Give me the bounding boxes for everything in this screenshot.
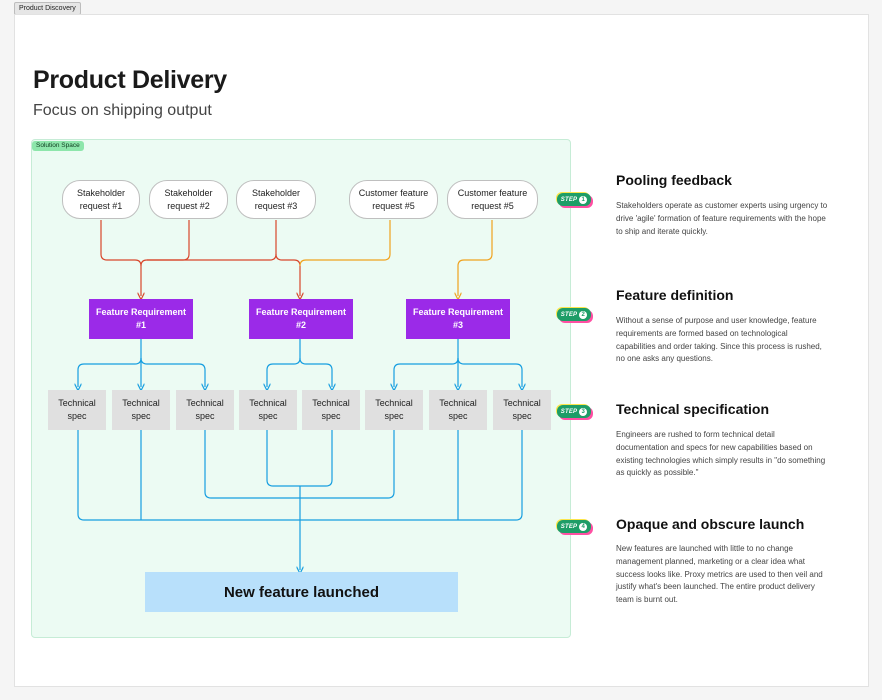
node-label: Customer feature request #5: [457, 187, 528, 211]
connector-specs-inner: [266, 430, 333, 487]
step-badge-text: STEP: [560, 523, 578, 530]
node-label: Stakeholder request #1: [76, 187, 126, 211]
step-badge-number: 3: [579, 407, 588, 416]
stakeholder-request-1-node: Stakeholder request #1: [62, 180, 140, 219]
feature-requirement-2-node: Feature Requirement #2: [249, 299, 353, 339]
node-label: Stakeholder request #3: [251, 187, 301, 211]
step-4-description: New features are launched with little to…: [616, 544, 823, 605]
technical-spec-node: Technical spec: [365, 390, 423, 430]
step-badge-number: 4: [579, 522, 588, 531]
solution-space-region: [31, 139, 571, 638]
new-feature-launched-node: New feature launched: [145, 572, 458, 612]
connector-sr1-fr1: [100, 220, 141, 296]
page-subtitle: Focus on shipping output: [33, 102, 212, 119]
step-1-title: Pooling feedback: [616, 172, 732, 188]
technical-spec-node: Technical spec: [429, 390, 487, 430]
step-1-description: Stakeholders operate as customer experts…: [616, 201, 828, 236]
technical-spec-node: Technical spec: [176, 390, 234, 430]
stakeholder-request-3-node: Stakeholder request #3: [236, 180, 316, 219]
technical-spec-node: Technical spec: [48, 390, 106, 430]
connector-fr2-specs: [267, 339, 301, 387]
customer-feature-request-a-node: Customer feature request #5: [349, 180, 438, 219]
feature-requirement-3-node: Feature Requirement #3: [406, 299, 510, 339]
step-badge-text: STEP: [560, 196, 578, 203]
connector-sr2-fr1: [140, 220, 190, 267]
technical-spec-node: Technical spec: [493, 390, 551, 430]
connector-sr3-fr1: [147, 220, 277, 261]
step-badge-number: 1: [579, 195, 588, 204]
connector-cr2-fr3: [458, 220, 493, 296]
feature-requirement-1-node: Feature Requirement #1: [89, 299, 193, 339]
step-badge-text: STEP: [560, 408, 578, 415]
connector-fr1-specs: [78, 339, 142, 387]
stakeholder-request-2-node: Stakeholder request #2: [149, 180, 228, 219]
connector-sr3-fr2: [275, 253, 300, 296]
page-title: Product Delivery: [33, 66, 227, 94]
step-4-title: Opaque and obscure launch: [616, 516, 805, 532]
step-3-title: Technical specification: [616, 401, 770, 417]
step-badge-number: 2: [579, 310, 588, 319]
step-3-description: Engineers are rushed to form technical d…: [616, 430, 826, 478]
connector-fr3-specs: [394, 339, 459, 387]
technical-spec-node: Technical spec: [302, 390, 360, 430]
node-label: Customer feature request #5: [358, 187, 429, 211]
node-label: Stakeholder request #2: [164, 187, 213, 211]
customer-feature-request-b-node: Customer feature request #5: [447, 180, 538, 219]
technical-spec-node: Technical spec: [112, 390, 170, 430]
step-2-description: Without a sense of purpose and user know…: [616, 316, 822, 364]
connector-cr1-fr2: [299, 220, 391, 267]
step-2-title: Feature definition: [616, 287, 734, 303]
technical-spec-node: Technical spec: [239, 390, 297, 430]
solution-space-label: Solution Space: [32, 141, 84, 151]
step-badge-text: STEP: [560, 311, 578, 318]
